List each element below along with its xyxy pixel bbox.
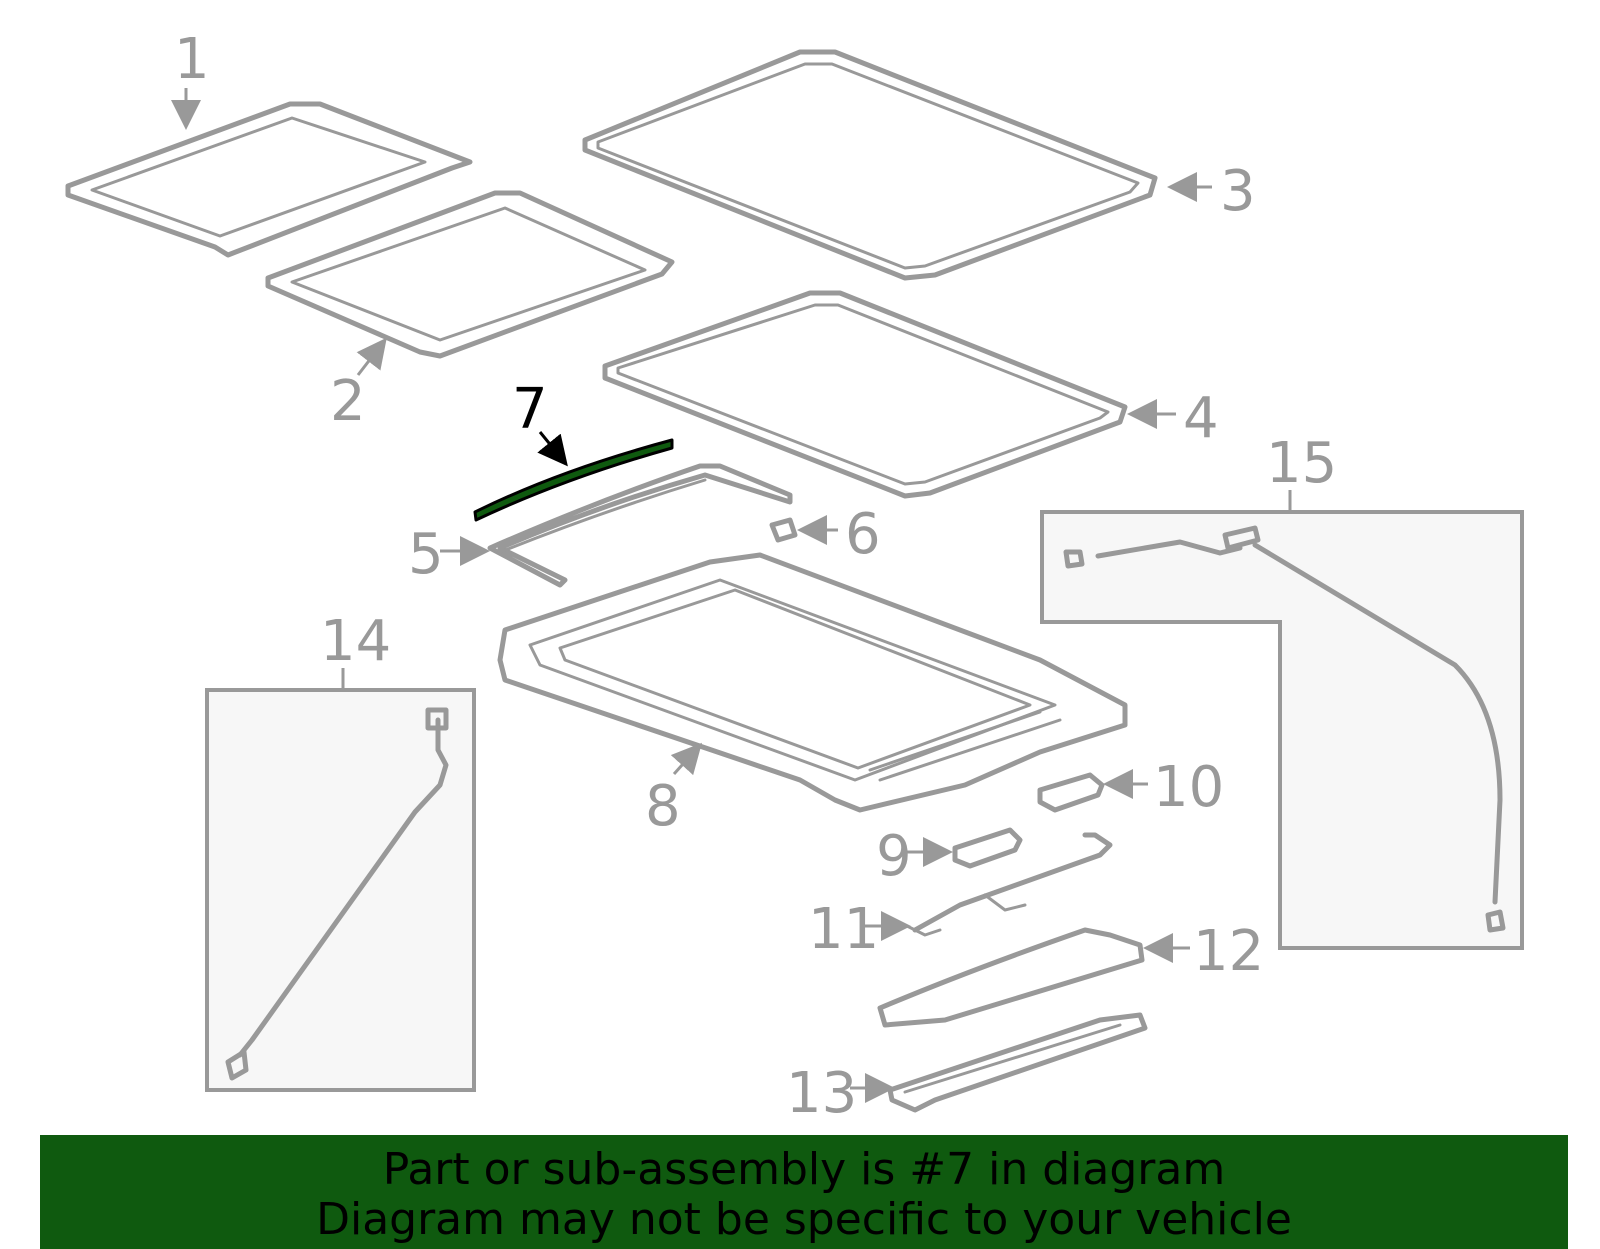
- callout-11: 11: [808, 897, 879, 962]
- callout-1: 1: [174, 27, 210, 92]
- part-8-sunroof-frame[interactable]: [497, 552, 1128, 813]
- part-9-bracket[interactable]: [952, 827, 1023, 869]
- part-5-deflector-frame[interactable]: [487, 463, 793, 588]
- part-14-drain-hose[interactable]: [205, 688, 476, 1092]
- part-4-seal[interactable]: [602, 290, 1128, 499]
- part-3-seal[interactable]: [582, 49, 1158, 281]
- callout-9: 9: [876, 824, 912, 889]
- banner-line-1: Part or sub-assembly is #7 in diagram: [382, 1144, 1226, 1195]
- part-1-glass-frame[interactable]: [65, 101, 473, 258]
- callout-3: 3: [1220, 159, 1256, 224]
- part-6-clip[interactable]: [769, 517, 798, 543]
- callout-5: 5: [408, 522, 444, 587]
- part-15-drain-hose[interactable]: [1040, 510, 1524, 950]
- part-12-sunshade[interactable]: [877, 927, 1145, 1028]
- callout-13: 13: [786, 1061, 857, 1126]
- callout-7: 7: [512, 377, 548, 442]
- callout-8: 8: [645, 774, 681, 839]
- callout-2: 2: [330, 369, 366, 434]
- callout-10: 10: [1153, 755, 1224, 820]
- callout-4: 4: [1183, 386, 1219, 451]
- part-11-cable[interactable]: [903, 832, 1113, 937]
- part-10-bracket[interactable]: [1037, 772, 1105, 813]
- info-banner: Part or sub-assembly is #7 in diagram Di…: [40, 1135, 1568, 1249]
- part-7-deflector[interactable]: [473, 438, 674, 522]
- banner-line-2: Diagram may not be specific to your vehi…: [316, 1194, 1292, 1245]
- part-2-glass-panel[interactable]: [265, 190, 675, 359]
- callout-14: 14: [320, 609, 391, 674]
- callout-12: 12: [1193, 919, 1264, 984]
- callout-15: 15: [1266, 431, 1337, 496]
- part-13-rail[interactable]: [887, 1012, 1148, 1113]
- callout-6: 6: [845, 502, 881, 567]
